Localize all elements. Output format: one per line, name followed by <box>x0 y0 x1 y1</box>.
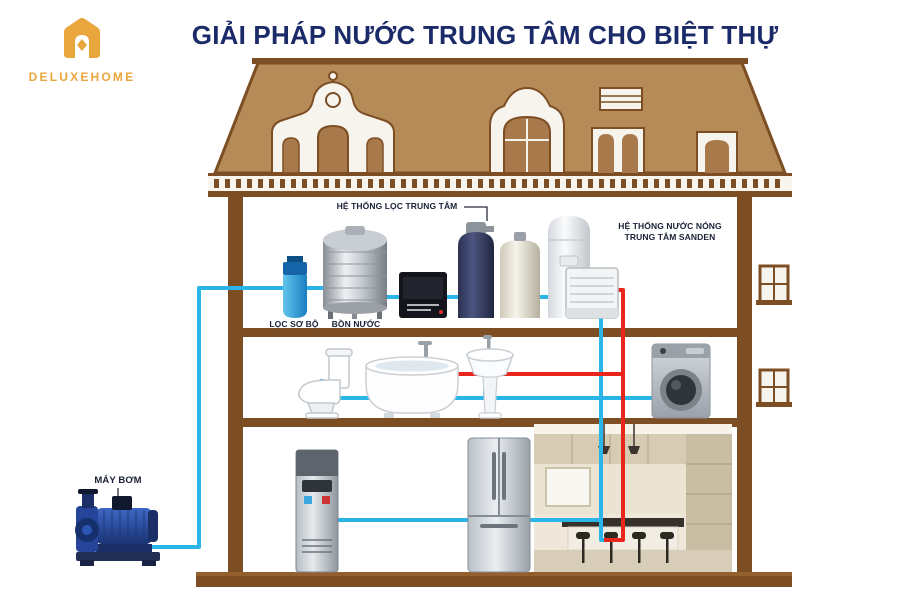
label-water-tank: BỒN NƯỚC <box>331 319 381 329</box>
roof-window-right <box>696 131 738 174</box>
baroque-gable <box>271 71 395 174</box>
side-window-upper <box>756 264 792 305</box>
left-wall <box>228 197 243 573</box>
house-logo-icon <box>64 18 100 58</box>
label-hot-water-system: HỆ THỐNG NƯỚC NÓNG TRUNG TÂM SANDEN <box>608 221 732 243</box>
kitchen-photo <box>534 424 732 572</box>
pre-filter <box>283 256 307 318</box>
cornice <box>208 173 792 197</box>
roof-window-pair <box>591 127 645 174</box>
roof <box>212 61 788 175</box>
stainless-water-tank <box>323 226 387 319</box>
water-dispenser <box>295 449 339 573</box>
ground-slab <box>196 572 792 587</box>
water-pump <box>75 489 160 566</box>
label-central-filter-system: HỆ THỐNG LỌC TRUNG TÂM <box>336 201 458 211</box>
side-window-lower <box>756 368 792 407</box>
central-filter-tanks <box>458 222 540 318</box>
roof-vent <box>599 87 643 111</box>
control-display <box>399 272 447 318</box>
pedestal-sink <box>465 335 515 419</box>
ground-slab-top <box>196 572 792 576</box>
label-pump: MÁY BƠM <box>94 475 142 486</box>
center-dormer-window <box>489 86 565 174</box>
refrigerator <box>467 437 531 573</box>
page-title: GIẢI PHÁP NƯỚC TRUNG TÂM CHO BIỆT THỰ <box>191 20 779 50</box>
kitchen-scene <box>534 424 732 572</box>
label-hot-water-line2: TRUNG TÂM SANDEN <box>624 232 716 242</box>
brand-name: DELUXEHOME <box>28 70 136 84</box>
label-pre-filter: LỌC SƠ BỘ <box>269 319 319 329</box>
brand-logo: DELUXEHOME <box>16 16 148 84</box>
roof-ridge <box>252 58 748 64</box>
cornice-dentils <box>214 179 786 188</box>
toilet <box>298 348 353 419</box>
bathtub <box>365 341 459 418</box>
washing-machine <box>651 343 711 419</box>
label-hot-water-line1: HỆ THỐNG NƯỚC NÓNG <box>618 221 722 231</box>
right-wall <box>737 197 752 573</box>
